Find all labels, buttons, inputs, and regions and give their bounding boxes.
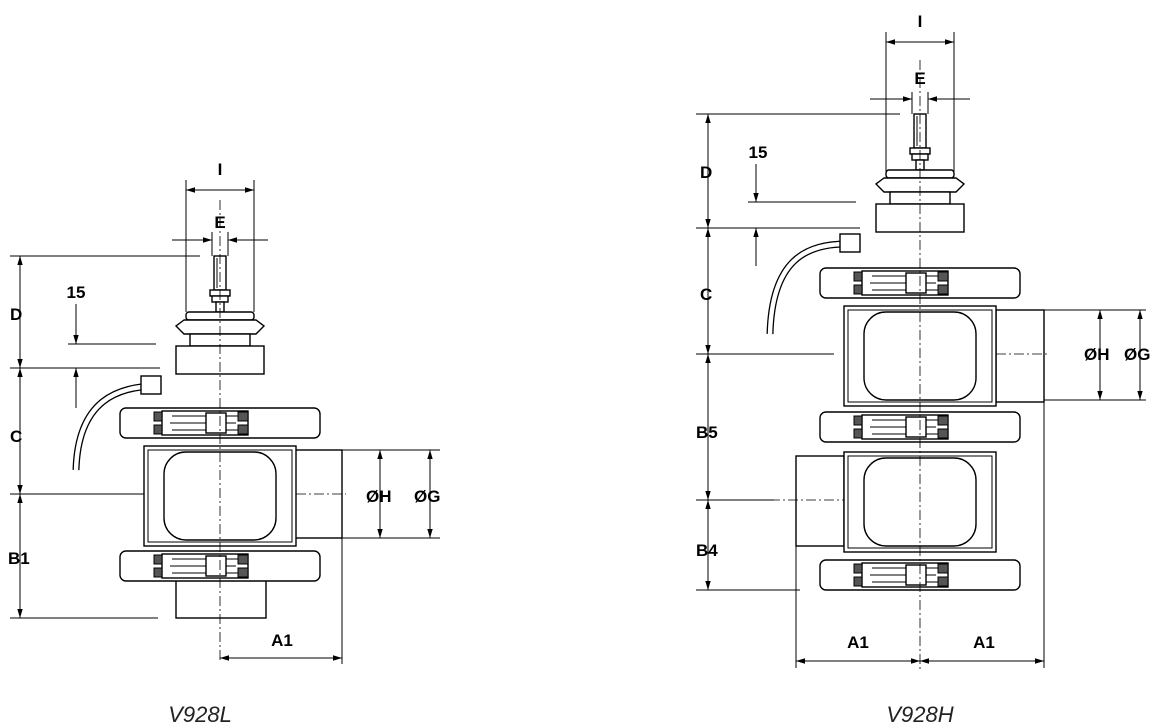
label-i: I bbox=[218, 160, 223, 179]
dimensions-v928h bbox=[696, 32, 1146, 668]
label-b4: B4 bbox=[696, 541, 718, 560]
label-h: ØH bbox=[366, 487, 392, 506]
label-d: D bbox=[700, 163, 712, 182]
label-d: D bbox=[10, 305, 22, 324]
drawing-v928l: I E 15 D C B1 ØH ØG A1 V928L bbox=[8, 160, 440, 726]
dimensions-v928l bbox=[10, 180, 440, 664]
caption-v928h: V928H bbox=[886, 702, 953, 726]
caption-v928l: V928L bbox=[168, 702, 232, 726]
label-b5: B5 bbox=[696, 423, 718, 442]
label-a1-left: A1 bbox=[847, 633, 869, 652]
drawing-v928h: I E 15 D C B5 B4 ØH ØG A1 A1 V928H bbox=[696, 12, 1150, 726]
label-e: E bbox=[914, 69, 925, 88]
label-a1: A1 bbox=[271, 631, 293, 650]
label-c: C bbox=[700, 285, 712, 304]
label-15: 15 bbox=[749, 143, 768, 162]
label-g: ØG bbox=[414, 487, 440, 506]
label-g: ØG bbox=[1124, 345, 1150, 364]
label-c: C bbox=[10, 427, 22, 446]
label-h: ØH bbox=[1084, 345, 1110, 364]
label-i: I bbox=[918, 12, 923, 31]
valve-v928l bbox=[72, 200, 346, 660]
label-a1-right: A1 bbox=[973, 633, 995, 652]
label-b1: B1 bbox=[8, 549, 30, 568]
label-15: 15 bbox=[67, 283, 86, 302]
label-e: E bbox=[214, 213, 225, 232]
valve-v928h bbox=[766, 60, 1048, 670]
